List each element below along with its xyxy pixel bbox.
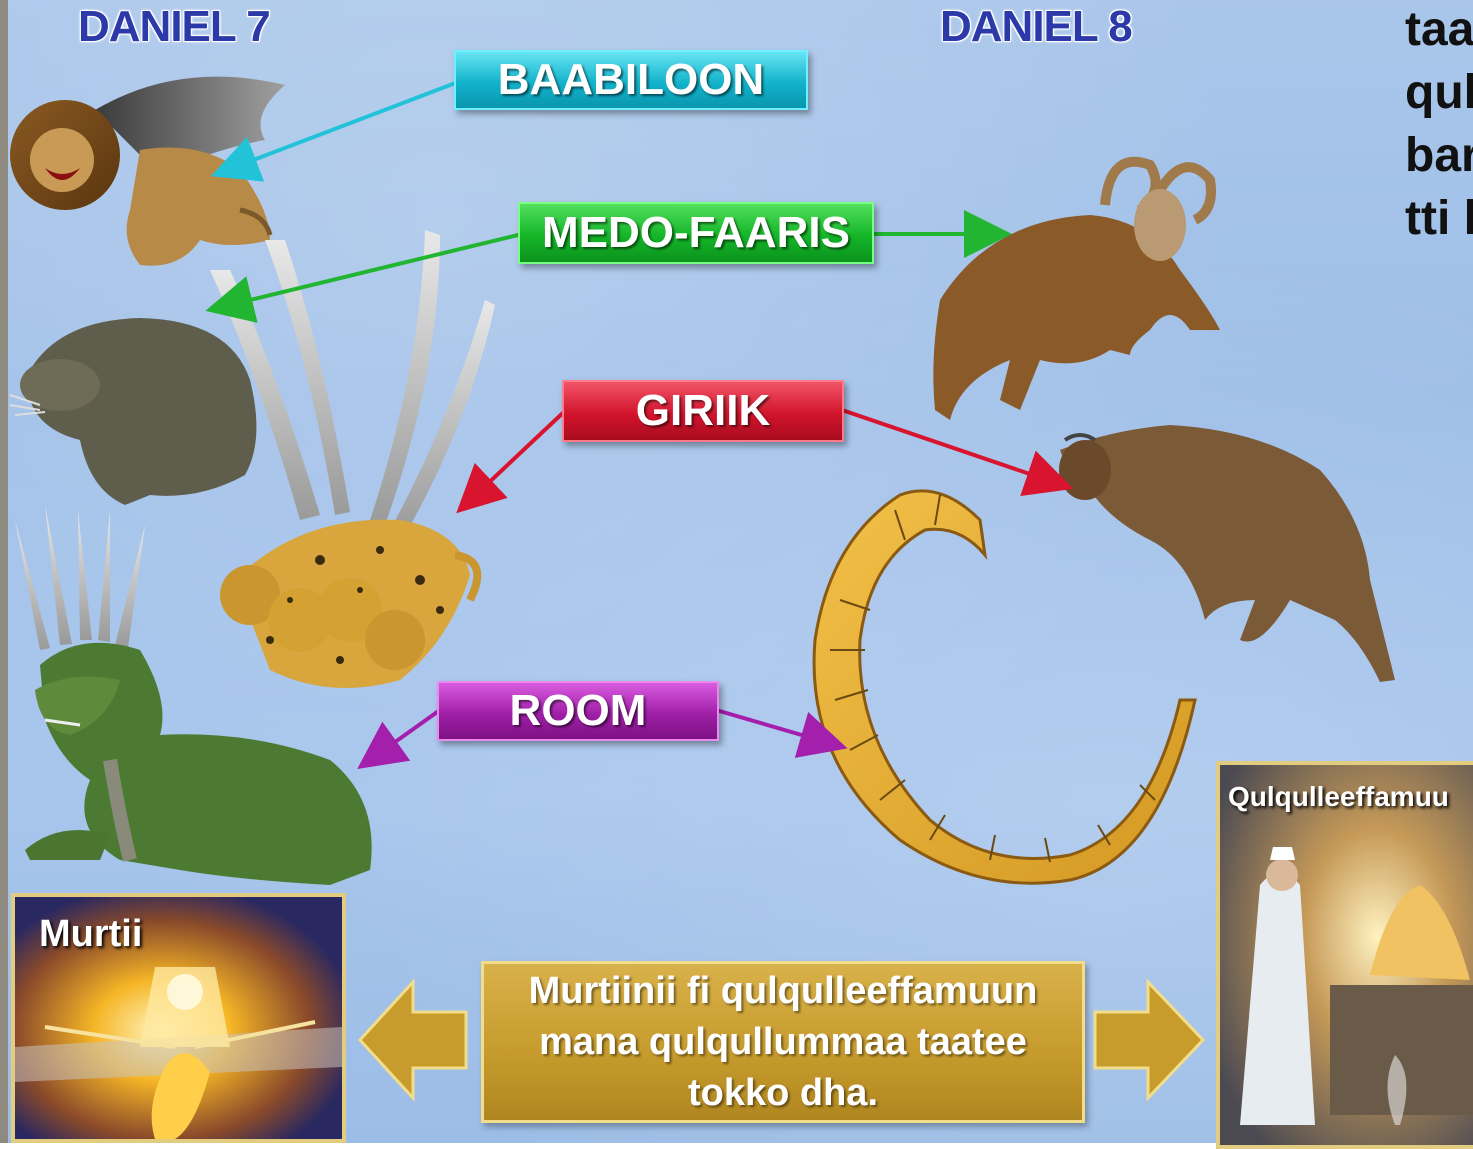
label-babylon: BAABILOON [454,50,808,110]
label-medo-persia: MEDO-FAARIS [518,202,874,264]
label-greece: GIRIIK [562,380,844,442]
left-block-arrow-icon [360,982,466,1098]
four-headed-leopard-icon [220,520,477,688]
center-statement-box: Murtiinii fi qulqulleeffamuun mana qulqu… [481,961,1085,1123]
winged-lion-icon [10,77,285,266]
high-priest-icon [1220,765,1473,1145]
side-text-line-1: taa [1405,0,1473,60]
bear-icon [10,318,256,505]
goat-icon [1059,425,1395,682]
side-text-line-3: bar [1405,126,1473,186]
judgment-image: Murtii [11,893,346,1143]
center-statement-text: Murtiinii fi qulqulleeffamuun mana qulqu… [484,966,1082,1119]
cleansing-title: Qulqulleeffamuu [1228,781,1449,813]
side-text-line-4: tti l [1405,189,1473,249]
ram-icon [933,162,1220,420]
side-text-line-2: qul [1405,63,1473,123]
label-rome: ROOM [437,681,719,741]
judgment-title: Murtii [39,913,142,956]
right-block-arrow-icon [1095,982,1203,1098]
little-horn-icon [814,491,1195,883]
cleansing-image: Qulqulleeffamuu [1216,761,1473,1149]
